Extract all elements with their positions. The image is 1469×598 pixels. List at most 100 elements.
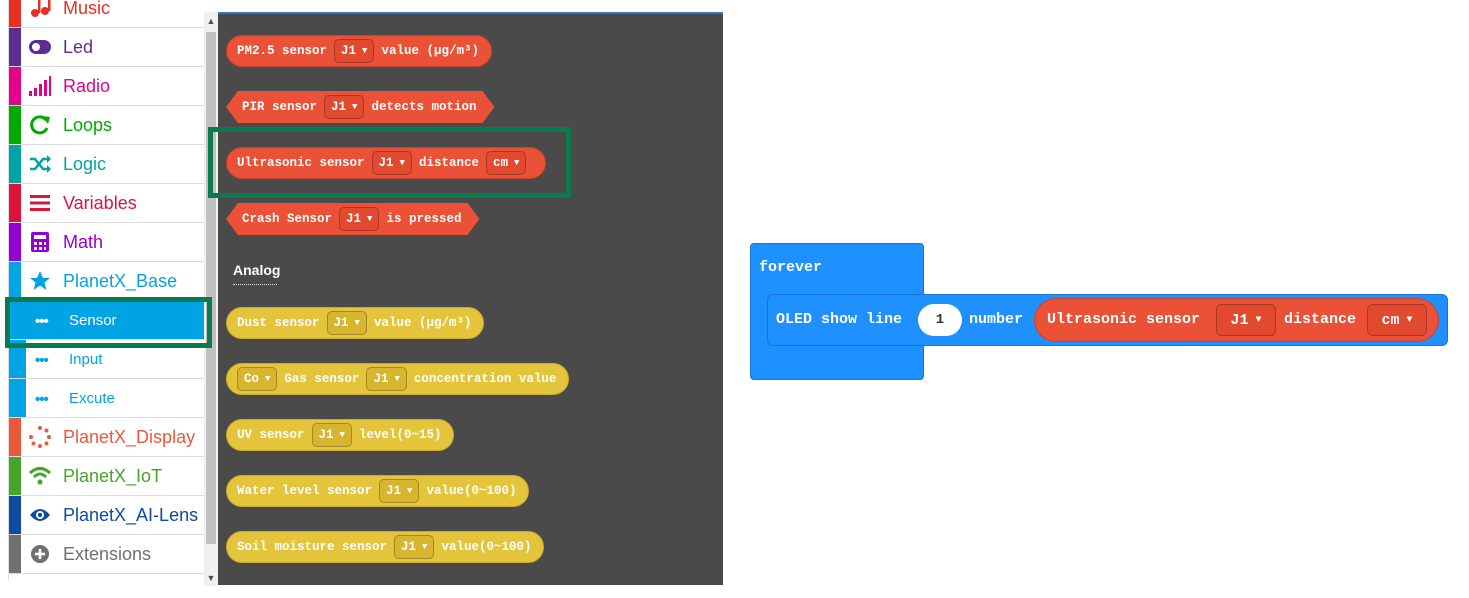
block-text: Dust sensor [237,316,320,330]
pin-dropdown[interactable]: J1▼ [339,207,379,231]
pin-dropdown[interactable]: J1▼ [311,423,352,447]
distance-label: distance [1284,311,1357,328]
block-text: Crash Sensor [242,212,333,226]
category-logic[interactable]: Logic [9,145,204,184]
shuffle-icon [29,153,51,175]
refresh-icon [29,114,51,136]
pir-sensor-block[interactable]: PIR sensor J1▼ detects motion [226,91,494,123]
dropdown-value: J1 [331,100,347,114]
pin-dropdown[interactable]: J1▼ [379,479,420,503]
block-text: value(0~100) [426,484,517,498]
pin-dropdown[interactable]: J1 ▼ [394,535,435,559]
dots-icon: ••• [35,391,49,408]
toggle-icon [29,36,51,58]
subcategory-color-bar [9,340,26,378]
category-color-bar [9,496,21,534]
uv-sensor-block[interactable]: UV sensor J1▼ level(0~15) [226,419,455,451]
dropdown-value: J1 [378,156,394,170]
line-number-input[interactable]: 1 [918,304,962,336]
category-label: Math [63,232,104,252]
block-text: PIR sensor [242,100,318,114]
category-music[interactable]: Music [9,0,204,28]
category-color-bar [9,0,21,27]
category-loops[interactable]: Loops [9,106,204,145]
number-label: number [969,311,1024,328]
block-text: distance [418,156,479,170]
dropdown-value: Co [244,372,260,386]
caret-down-icon: ▼ [367,214,373,224]
unit-dropdown[interactable]: cm▼ [485,151,527,175]
category-color-bar [9,223,21,261]
category-label: PlanetX_IoT [63,466,163,486]
water-level-sensor-block[interactable]: Water level sensor J1▼ value(0~100) [226,475,530,507]
forever-label: forever [759,259,823,276]
block-text: Water level sensor [237,484,373,498]
scrollbar-thumb[interactable] [206,32,216,544]
sensor-highlight-box [5,297,212,348]
dots-icon: ••• [35,313,49,330]
caret-down-icon: ▼ [399,158,405,168]
scroll-down-arrow-icon[interactable]: ▼ [206,573,216,583]
caret-down-icon: ▼ [407,486,413,496]
block-text: detects motion [371,100,477,114]
category-label: Music [63,0,111,18]
category-color-bar [9,262,21,300]
subcategory-label: Excute [69,390,115,407]
dropdown-value: J1 [341,44,357,58]
category-label: Logic [63,154,107,174]
category-variables[interactable]: Variables [9,184,204,223]
category-label: PlanetX_AI-Lens [63,505,199,525]
star-icon [29,270,51,292]
category-led[interactable]: Led [9,28,204,67]
caret-down-icon: ▼ [394,374,400,384]
category-planetx-iot[interactable]: PlanetX_IoT [9,457,204,496]
category-extensions[interactable]: Extensions [9,535,204,574]
analog-heading: Analog [233,262,281,278]
subcategory-sensor[interactable]: ••• Sensor [9,301,204,340]
dropdown-value: J1 [373,372,389,386]
pm25-sensor-block[interactable]: PM2.5 sensor J1▼ value (µg/m³) [226,35,492,67]
dust-sensor-block[interactable]: Dust sensor J1▼ value (µg/m³) [226,307,485,339]
workspace-unit-dropdown[interactable]: cm▼ [1367,304,1427,336]
ultrasonic-sensor-block[interactable]: Ultrasonic sensor J1 ▼ distance cm▼ [226,147,547,179]
heading-underline [233,284,277,285]
category-label: PlanetX_Display [63,427,196,447]
block-text: value (µg/m³) [373,316,472,330]
pin-dropdown[interactable]: J1▼ [324,95,364,119]
dots-icon: ••• [35,352,49,369]
wifi-icon [29,465,51,487]
oled-label: OLED show line [776,311,903,328]
dropdown-value: cm [492,156,508,170]
category-label: Extensions [63,544,152,564]
pin-dropdown[interactable]: J1▼ [334,39,375,63]
pin-dropdown[interactable]: J1 ▼ [366,367,407,391]
category-color-bar [9,106,21,144]
gas-type-dropdown[interactable]: Co▼ [237,367,278,391]
category-label: Loops [63,115,113,135]
dropdown-value: J1 [401,540,417,554]
category-planetx-base[interactable]: PlanetX_Base [9,262,204,301]
block-text: Soil moisture sensor [237,540,388,554]
scroll-up-arrow-icon[interactable]: ▲ [206,16,216,26]
category-radio[interactable]: Radio [9,67,204,106]
block-text: UV sensor [237,428,305,442]
pin-dropdown[interactable]: J1 ▼ [371,151,412,175]
category-planetx-ai-lens[interactable]: PlanetX_AI-Lens [9,496,204,535]
pin-dropdown[interactable]: J1▼ [326,311,367,335]
subcategory-excute[interactable]: ••• Excute [9,379,204,418]
category-color-bar [9,28,21,66]
sensor-label: Ultrasonic sensor [1047,311,1201,328]
workspace-pin-dropdown[interactable]: J1▼ [1216,304,1276,336]
crash-sensor-block[interactable]: Crash Sensor J1▼ is pressed [226,203,479,235]
block-text: Ultrasonic sensor [237,156,365,170]
category-math[interactable]: Math [9,223,204,262]
block-text: Gas sensor [284,372,360,386]
category-planetx-display[interactable]: PlanetX_Display [9,418,204,457]
soil-moisture-sensor-block[interactable]: Soil moisture sensor J1▼ value(0~100) [226,531,545,563]
gas-sensor-block[interactable]: Co▼ Gas sensor J1▼ concentration value [226,363,570,395]
category-color-bar [9,535,21,573]
subcategory-label: Input [69,351,103,368]
caret-down-icon: ▼ [422,542,428,552]
category-color-bar [9,145,21,183]
category-color-bar [9,457,21,495]
